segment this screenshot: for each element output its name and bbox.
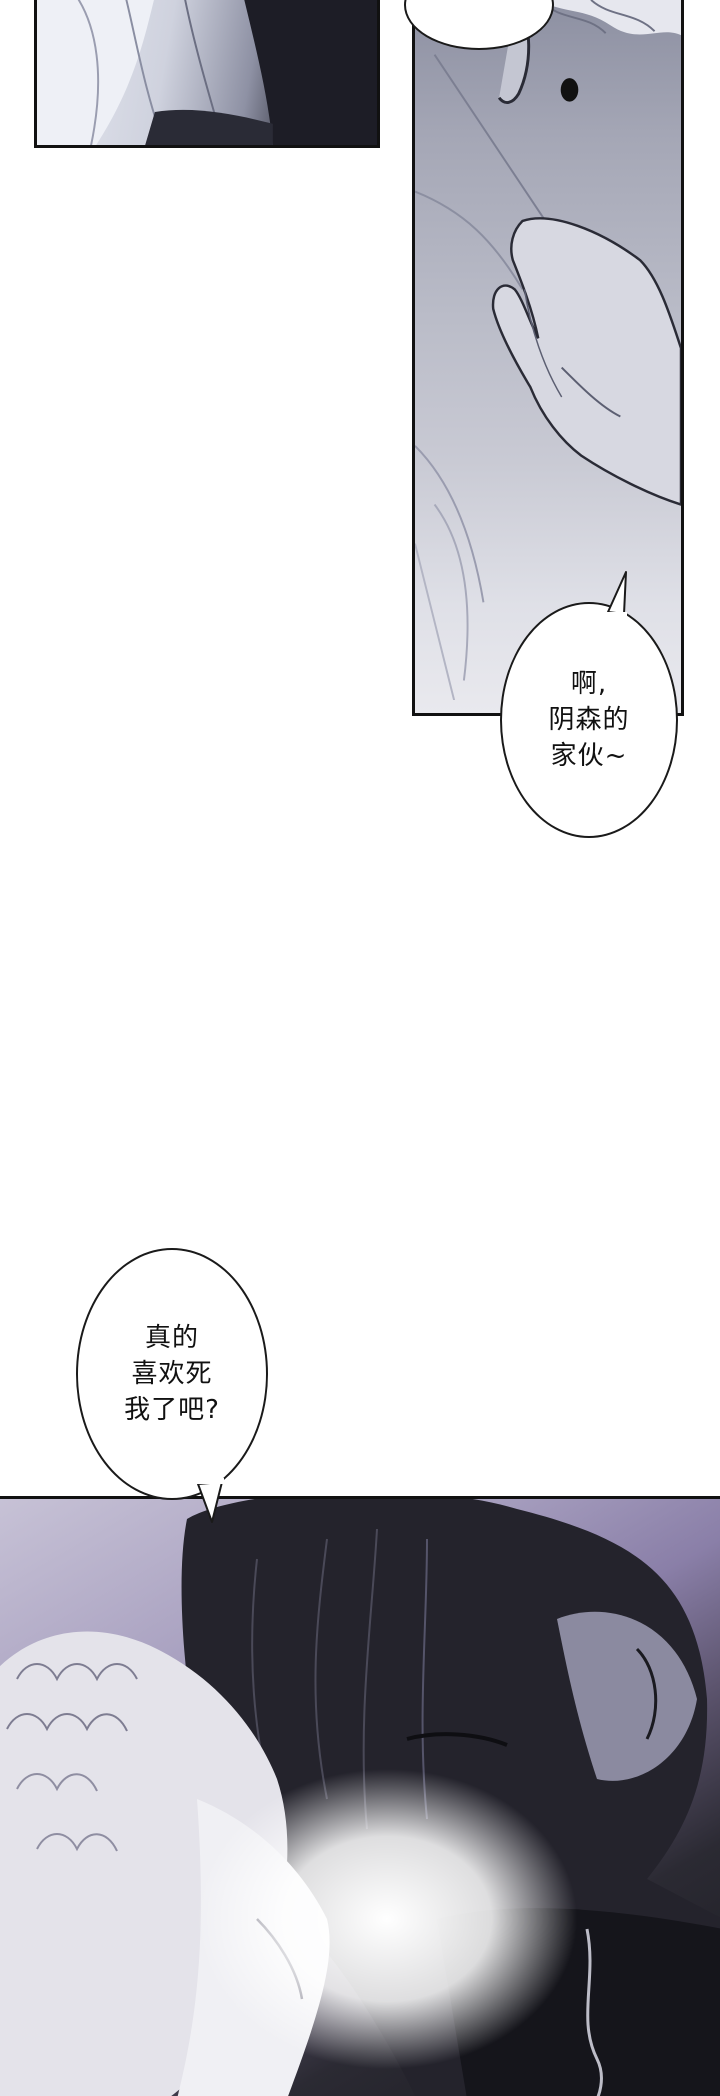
comic-panel-1 xyxy=(34,0,380,148)
speech-bubble-2-text: 真的 喜欢死 我了吧? xyxy=(124,1323,220,1425)
panel-3-artwork xyxy=(0,1499,720,2096)
speech-bubble-1-text: 啊, 阴森的 家伙~ xyxy=(548,669,630,771)
speech-bubble-2: 真的 喜欢死 我了吧? xyxy=(76,1248,268,1500)
comic-panel-2 xyxy=(412,0,684,716)
speech-bubble-1: 啊, 阴森的 家伙~ xyxy=(500,602,678,838)
speech-bubble-1-tail xyxy=(607,571,627,618)
comic-panel-3 xyxy=(0,1496,720,2096)
speech-bubble-2-tail xyxy=(196,1478,224,1523)
panel-1-artwork xyxy=(37,0,377,145)
earring-icon xyxy=(560,78,579,102)
panel-2-artwork xyxy=(415,0,681,701)
